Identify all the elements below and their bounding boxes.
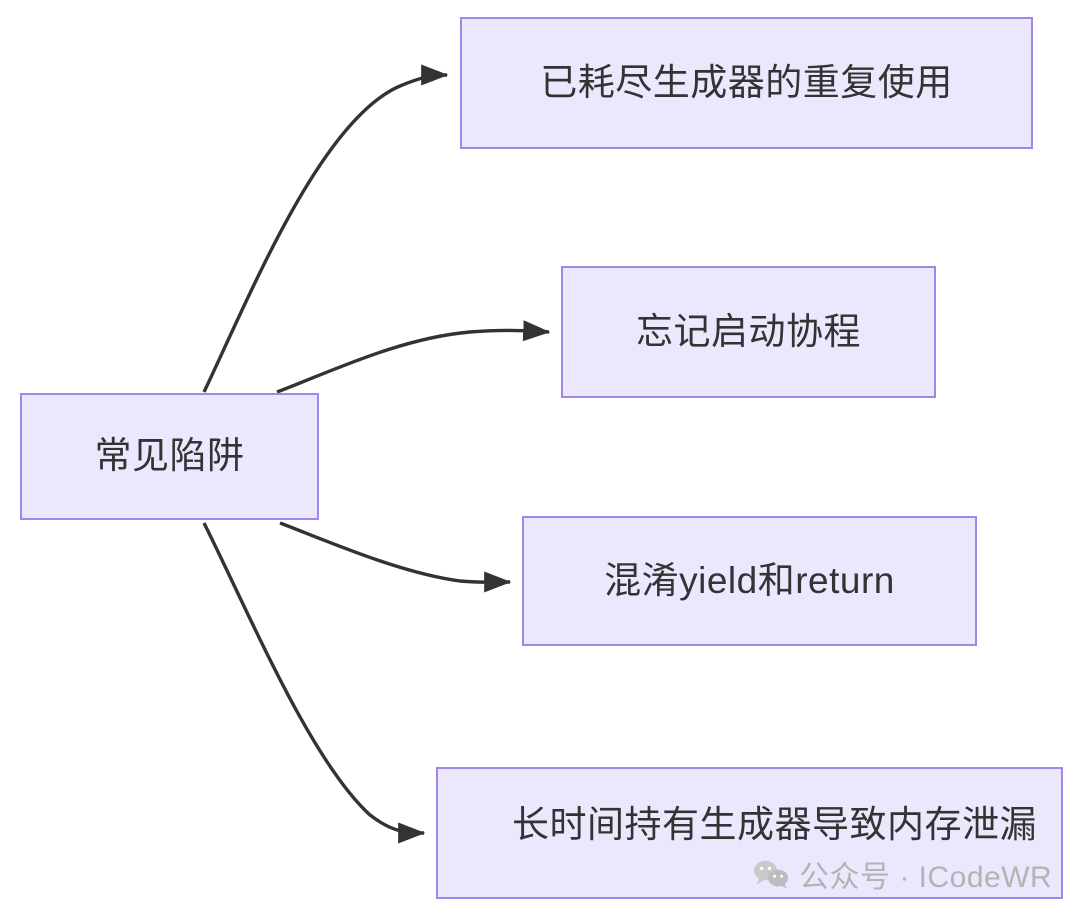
node-child-0-label: 已耗尽生成器的重复使用 [540, 61, 953, 103]
node-child-2[interactable]: 混淆yield和return [522, 516, 977, 646]
edge-root-to-child-1 [276, 320, 551, 394]
node-child-1-label: 忘记启动协程 [636, 310, 861, 352]
node-child-3[interactable]: 长时间持有生成器导致内存泄漏 [436, 767, 1063, 899]
edge-root-to-child-0 [202, 64, 449, 393]
node-child-3-label: 长时间持有生成器导致内存泄漏 [512, 803, 1037, 845]
node-child-2-label: 混淆yield和return [604, 559, 895, 601]
node-root[interactable]: 常见陷阱 [20, 393, 319, 520]
node-child-1[interactable]: 忘记启动协程 [561, 266, 936, 398]
node-child-0[interactable]: 已耗尽生成器的重复使用 [460, 17, 1033, 149]
edge-root-to-child-3 [202, 522, 426, 844]
edge-root-to-child-2 [279, 521, 512, 593]
node-root-label: 常见陷阱 [94, 435, 245, 477]
